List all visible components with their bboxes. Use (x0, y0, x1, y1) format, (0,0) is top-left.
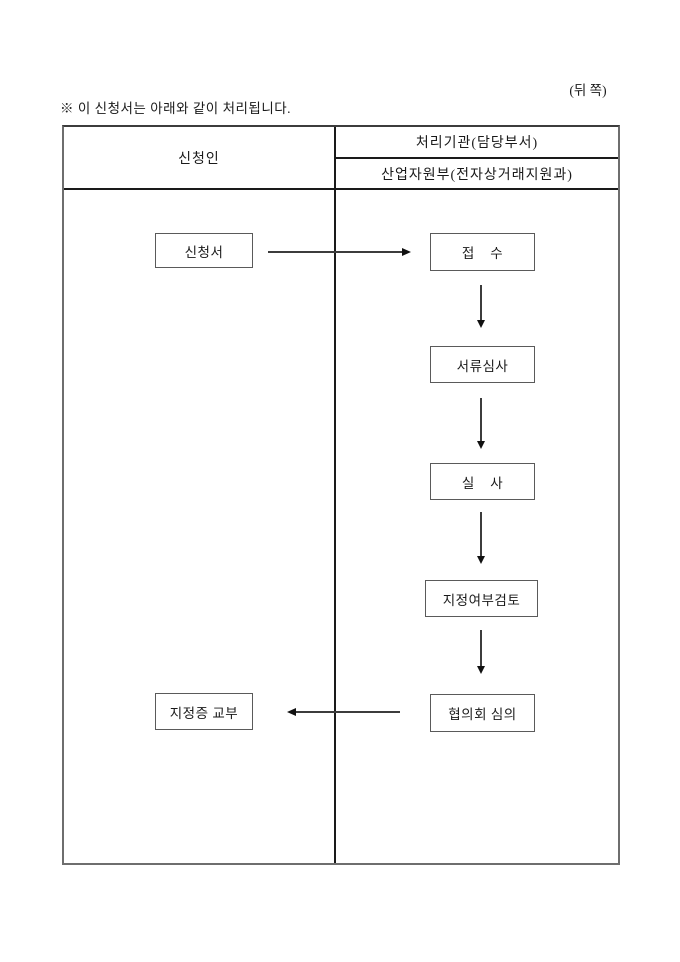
process-table: 신청인 처리기관(담당부서) 산업자원부(전자상거래지원과) (62, 125, 620, 865)
column-divider-line (334, 127, 336, 863)
processing-instruction: ※ 이 신청서는 아래와 같이 처리됩니다. (60, 101, 292, 116)
agency-header-divider-line (334, 157, 618, 159)
flow-box-application: 신청서 (155, 233, 253, 268)
flow-arrow-down-2-line (480, 398, 482, 442)
flow-box-document-review: 서류심사 (430, 346, 535, 383)
flow-arrow-down-1-line (480, 285, 482, 321)
agency-department-header: 산업자원부(전자상거래지원과) (381, 167, 573, 183)
flow-arrow-down-4-line (480, 630, 482, 667)
flow-box-council-deliberation: 협의회 심의 (430, 694, 535, 732)
agency-column-header: 처리기관(담당부서) (415, 136, 539, 151)
back-side-note: (뒤 쪽) (569, 83, 607, 98)
arrow-down-icon (476, 320, 485, 328)
flow-box-reception: 접 수 (430, 233, 535, 271)
flow-box-inspection: 실 사 (430, 463, 535, 500)
flow-arrow-down-3-line (480, 512, 482, 557)
arrow-left-icon (287, 707, 296, 716)
arrow-right-icon (402, 247, 411, 256)
arrow-down-icon (476, 666, 485, 674)
flow-box-designation-review: 지정여부검토 (425, 580, 538, 617)
arrow-down-icon (476, 556, 485, 564)
flow-arrow-left-line (296, 711, 400, 713)
header-bottom-line (64, 188, 618, 190)
arrow-down-icon (476, 441, 485, 449)
flow-arrow-right-line (268, 251, 404, 253)
applicant-column-header: 신청인 (178, 151, 220, 167)
flow-box-certificate-issue: 지정증 교부 (155, 693, 253, 730)
